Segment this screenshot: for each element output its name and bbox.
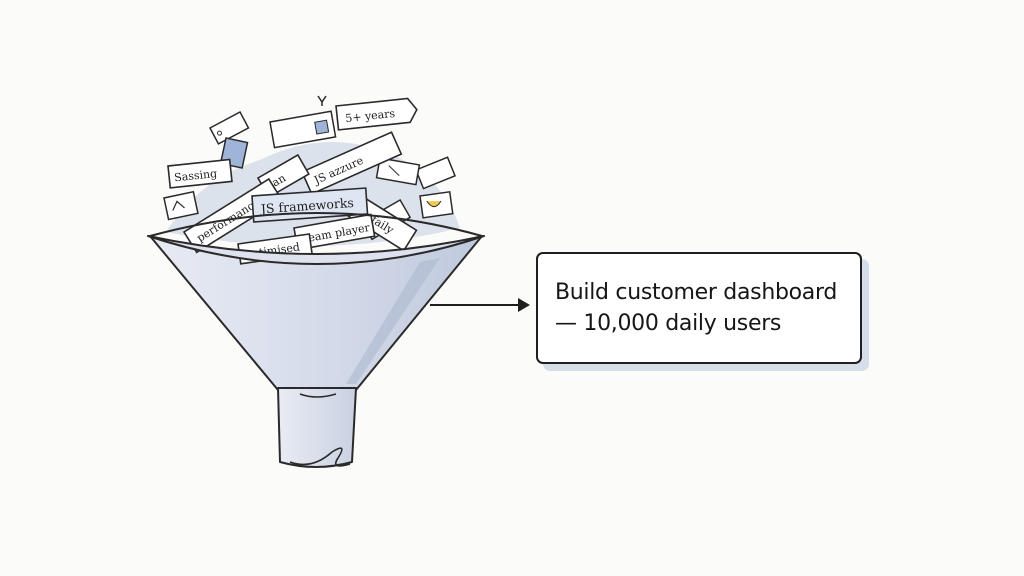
- tag-an-text: an: [270, 171, 288, 189]
- spout-curl: [289, 447, 351, 467]
- tag-years: 5+ years: [335, 97, 418, 131]
- tag-scrap-1: [208, 111, 250, 145]
- tiny-pin-icon: [317, 95, 327, 106]
- tag-sassing: Sassing: [167, 158, 233, 189]
- tag-sassing-text: Sassing: [174, 167, 218, 184]
- spout-ring: [299, 393, 337, 398]
- tag-years-text: 5+ years: [345, 107, 396, 125]
- tag-scrap-7: [375, 157, 421, 186]
- flow-arrow-head-icon: [518, 298, 530, 312]
- funnel-rim: [149, 212, 483, 237]
- result-line-2: — 10,000 daily users: [555, 311, 782, 336]
- tag-scrap-4: [419, 190, 454, 219]
- tag-scrap-2: [269, 110, 337, 149]
- result-line-1: Build customer dashboard: [555, 280, 837, 305]
- tag-js-frameworks-text: JS frameworks: [258, 195, 354, 217]
- funnel-spout: [277, 387, 357, 468]
- tag-scrap-3: [415, 156, 456, 190]
- result-box: Build customer dashboard — 10,000 daily …: [536, 252, 862, 364]
- tag-scrap-8: [163, 190, 199, 221]
- funnel-rim-front: [147, 235, 485, 265]
- funnel-shade: [346, 258, 440, 384]
